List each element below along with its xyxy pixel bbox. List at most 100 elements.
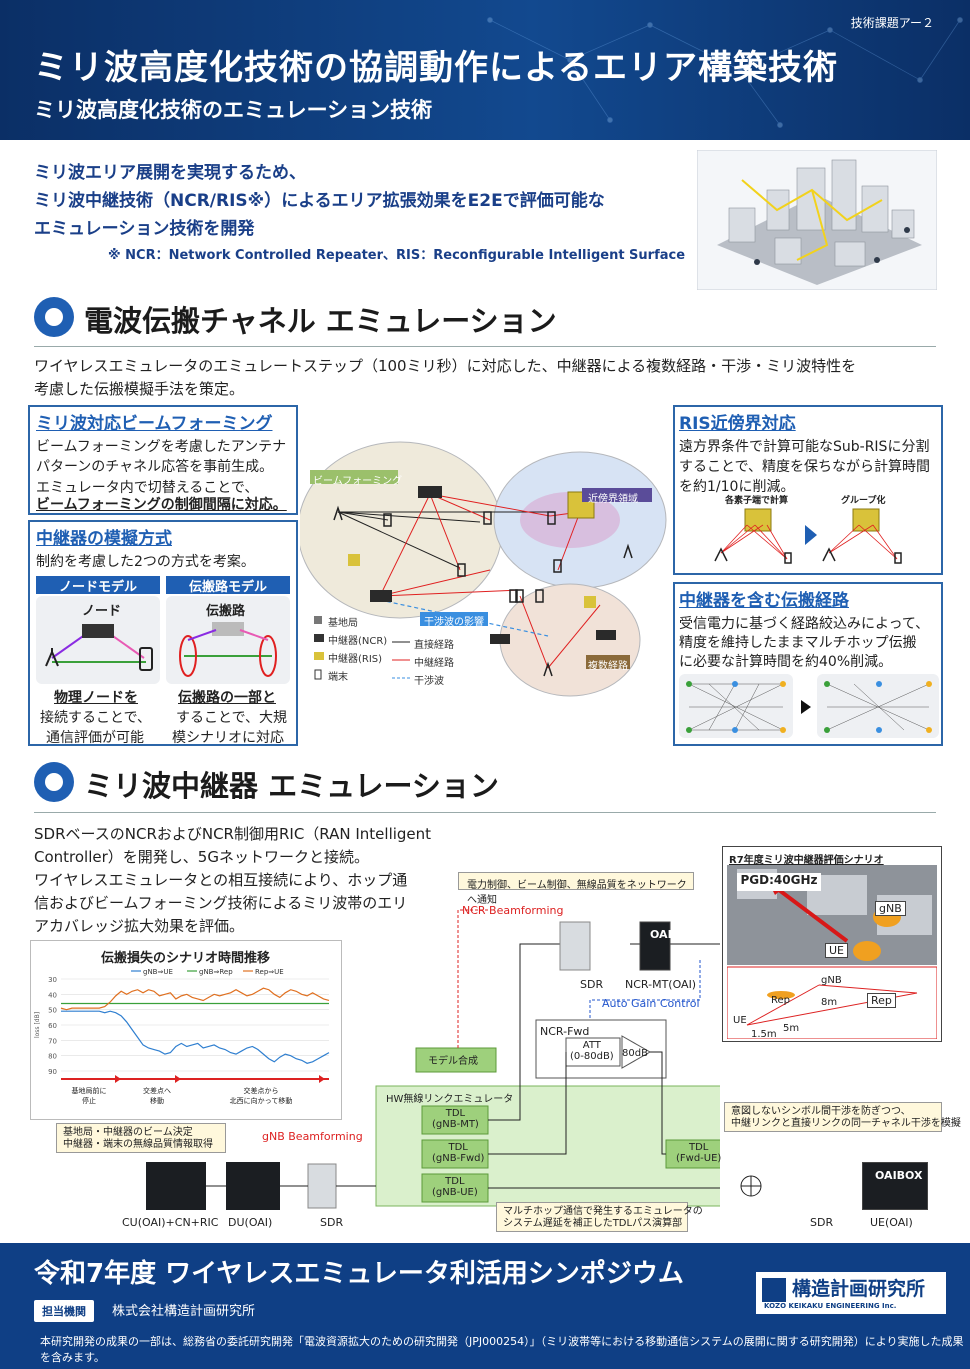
path-desc-2: することで、大規 <box>176 710 288 726</box>
intro-line-2: ミリ波中継技術（NCR/RIS※）によるエリア拡張効果をE2Eで評価可能な <box>34 191 605 211</box>
beamforming-text-1: ビームフォーミングを考慮したアンテナ <box>36 439 287 455</box>
multipath-tag: 複数経路 <box>588 661 628 672</box>
callout-network-notify-text: 電力制御、ビーム制御、無線品質をネットワークへ通知 <box>467 880 687 906</box>
relay-path-text-2: 精度を維持したままマルチホップ伝搬 <box>679 635 917 651</box>
chart-phase-label: 移動 <box>150 1096 164 1105</box>
scenario-gnb-label: gNB <box>875 901 906 916</box>
beamforming-title: ミリ波対応ビームフォーミング <box>36 414 273 434</box>
tdl-fwd-ue: TDL (Fwd-UE) <box>676 1142 722 1164</box>
legend-direct-path: 直接経路 <box>414 640 454 651</box>
path-label: 伝搬路 <box>206 604 246 619</box>
intro-line-3: エミュレーション技術を開発 <box>34 219 255 239</box>
org-name: 株式会社構造計画研究所 <box>112 1304 256 1319</box>
callout-tdl-delay-text: マルチホップ通信で発生するエミュレータの システム遅延を補正したTDLパス演算部 <box>503 1206 703 1229</box>
relay-path-text-1: 受信電力に基づく経路絞込みによって、 <box>679 616 930 632</box>
callout-beam-decision-text: 基地局・中継器のビーム決定 中継器・端末の無線品質情報取得 <box>63 1127 213 1150</box>
legend-base-station: 基地局 <box>328 618 358 629</box>
legend-interference: 干渉波 <box>414 676 444 687</box>
section-1-divider <box>34 346 936 347</box>
chart-y-tick-label: 40 <box>48 991 57 999</box>
path-model-tag: 伝搬路モデル <box>166 576 290 595</box>
chart-legend-label: gNB⇒UE <box>143 968 173 976</box>
oaibox-ncr-label: OAIBOX <box>650 928 698 941</box>
ncr-beamforming-label: NCR Beamforming <box>462 904 564 917</box>
agc-label: Auto Gain Control <box>602 997 700 1010</box>
ris-title: RIS近傍界対応 <box>679 414 796 434</box>
chart-y-tick-label: 80 <box>48 1053 57 1061</box>
gain-label: 80dB <box>622 1048 648 1059</box>
scenario-small-gnb: gNB <box>821 975 842 986</box>
intro-line-1: ミリ波エリア展開を実現するため、 <box>34 163 306 183</box>
chart-y-tick-label: 50 <box>48 1007 57 1015</box>
chart-phase-arrowhead <box>319 1075 325 1083</box>
interference-tag: 干渉波の影響 <box>424 617 484 628</box>
callout-interference: 意図しないシンボル間干渉を防ぎつつ、 中継リンクと直接リンクの同一チャネル干渉を… <box>724 1102 961 1132</box>
chart-phase-label: 基地局前に <box>72 1086 107 1095</box>
ris-grouping-diagram <box>714 508 902 564</box>
header-banner <box>0 0 970 140</box>
scenario-dist-5m: 5m <box>783 1023 800 1034</box>
scenario-small-rep: Rep <box>771 995 790 1006</box>
chart-y-tick-label: 60 <box>48 1022 57 1030</box>
chart-series-line-2 <box>60 987 330 1011</box>
beamforming-text-4: ビームフォーミングの制御間隔に対応。 <box>36 497 287 513</box>
ris-caption-2: グループ化 <box>841 496 886 506</box>
chart-y-tick-label: 90 <box>48 1068 57 1076</box>
legend-terminal: 端末 <box>328 672 348 683</box>
callout-beam-decision: 基地局・中継器のビーム決定 中継器・端末の無線品質情報取得 <box>56 1123 226 1153</box>
ris-text-2: することで、精度を保ちながら計算時間 <box>679 459 931 475</box>
device-ue-label: UE(OAI) <box>870 1216 913 1229</box>
device-sdr-label-1: SDR <box>320 1216 344 1229</box>
tdl-gnb-mt: TDL (gNB-MT) <box>432 1108 479 1130</box>
section-2-bullet-icon <box>34 762 74 802</box>
chart-phase-arrowhead <box>115 1075 121 1083</box>
device-sdr-label-3: SDR <box>810 1216 834 1229</box>
ris-text-3: を約1/10に削減。 <box>679 479 795 495</box>
att-label: ATT (0-80dB) <box>570 1040 614 1062</box>
ris-caption-1: 各素子端で計算 <box>725 496 789 506</box>
scenario-rep-label: Rep <box>867 993 896 1008</box>
footer-note: 本研究開発の成果の一部は、総務省の委託研究開発「電波資源拡大のための研究開発（J… <box>40 1335 964 1364</box>
section-2-divider <box>34 812 936 813</box>
section-1-desc-1: ワイヤレスエミュレータのエミュレートステップ（100ミリ秒）に対応した、中継器に… <box>34 357 857 375</box>
node-desc-1: 物理ノードを <box>54 690 138 706</box>
path-desc-1: 伝搬路の一部と <box>178 690 276 706</box>
chart-series-line-0 <box>61 1010 330 1064</box>
near-field-tag: 近傍界領域 <box>588 494 638 505</box>
device-du-label: DU(OAI) <box>228 1216 273 1229</box>
device-sdr-label-2: SDR <box>580 978 604 991</box>
callout-interference-text: 意図しないシンボル間干渉を防ぎつつ、 中継リンクと直接リンクの同一チャネル干渉を… <box>731 1106 961 1129</box>
path-model-diagram <box>166 596 290 684</box>
device-ncr-mt-label: NCR-MT(OAI) <box>625 978 697 991</box>
repeater-model-title: 中継器の模擬方式 <box>36 529 172 549</box>
chart-y-tick-label: 70 <box>48 1037 57 1045</box>
chart-phase-label: 交差点へ <box>143 1086 171 1095</box>
chart-phase-label: 北西に向かって移動 <box>230 1096 293 1105</box>
system-diagram <box>375 909 720 1207</box>
node-desc-2: 接続することで、 <box>40 710 152 726</box>
section-2-desc-5: アカバレッジ拡大効果を評価。 <box>34 917 245 935</box>
repeater-model-intro: 制約を考慮した2つの方式を考案。 <box>36 554 255 570</box>
relay-path-text-3: に必要な計算時間を約40%削減。 <box>679 654 893 670</box>
page-subtitle: ミリ波高度化技術のエミュレーション技術 <box>34 98 433 122</box>
chart-phase-label: 交差点から <box>244 1086 279 1095</box>
hw-emulator-label: HW無線リンクエミュレータ <box>386 1094 514 1105</box>
legend-relay-path: 中継経路 <box>414 658 454 669</box>
pgd-label: PGD:40GHz <box>737 873 821 891</box>
node-model-diagram <box>36 596 160 684</box>
scenario-dist-8m: 8m <box>821 997 838 1008</box>
section-2-desc-3: ワイヤレスエミュレータとの相互接続により、ホップ通 <box>34 871 408 889</box>
intro-note: ※ NCR：Network Controlled Repeater、RIS：Re… <box>108 248 686 263</box>
relay-path-title: 中継器を含む伝搬経路 <box>679 591 849 611</box>
scenario-ue-label: UE <box>825 943 849 958</box>
beamforming-text-3: エミュレータ内で切替えることで、 <box>36 480 259 496</box>
path-pruning-diagram <box>679 674 939 738</box>
repeater-model-box: 中継器の模擬方式 制約を考慮した2つの方式を考案。 ノードモデル 伝搬路モデル … <box>28 520 298 746</box>
node-label: ノード <box>82 604 122 619</box>
section-1-desc-2: 考慮した伝搬模擬手法を策定。 <box>34 380 245 398</box>
oaibox-ue-label: OAIBOX <box>875 1169 923 1182</box>
chart-y-axis-label: loss [dB] <box>34 1012 41 1038</box>
path-desc-3: 模シナリオに対応 <box>172 730 284 746</box>
ncr-fwd-label: NCR-Fwd <box>540 1025 590 1038</box>
